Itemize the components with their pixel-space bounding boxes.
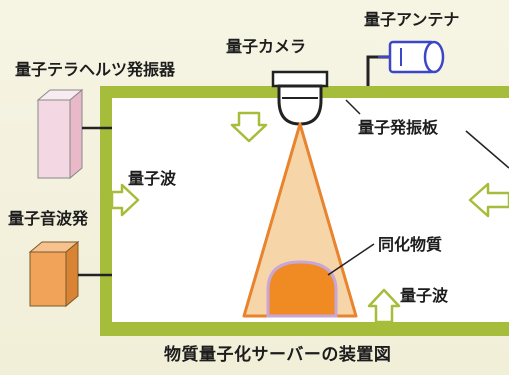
- label-quantum-antenna: 量子アンテナ: [364, 10, 460, 29]
- antenna-icon: [366, 40, 445, 86]
- arrow-icon: [230, 111, 268, 143]
- leader-line-frame-edge: [465, 130, 509, 169]
- label-quantum-camera: 量子カメラ: [226, 37, 307, 56]
- leader-line-oscillator-plate: [345, 99, 361, 115]
- label-quantum-wave-left: 量子波: [128, 169, 177, 188]
- arrow-icon: [110, 183, 140, 217]
- leader-line-matter: [327, 243, 375, 276]
- diagram-caption: 物質量子化サーバーの装置図: [164, 345, 392, 365]
- label-terahertz-oscillator: 量子テラヘルツ発振器: [15, 60, 176, 79]
- label-homogenized-matter: 同化物質: [378, 235, 443, 254]
- arrow-icon: [468, 182, 509, 218]
- label-quantum-wave-bottom: 量子波: [400, 286, 449, 305]
- arrow-icon: [367, 288, 401, 324]
- label-sound-wave-oscillator: 量子音波発: [8, 210, 89, 228]
- camera-icon: [271, 70, 329, 126]
- sound-wave-oscillator-box: [28, 240, 80, 308]
- matter-mound: [266, 260, 338, 318]
- terahertz-oscillator-box: [36, 88, 84, 180]
- label-oscillator-plate: 量子発振板: [358, 118, 439, 137]
